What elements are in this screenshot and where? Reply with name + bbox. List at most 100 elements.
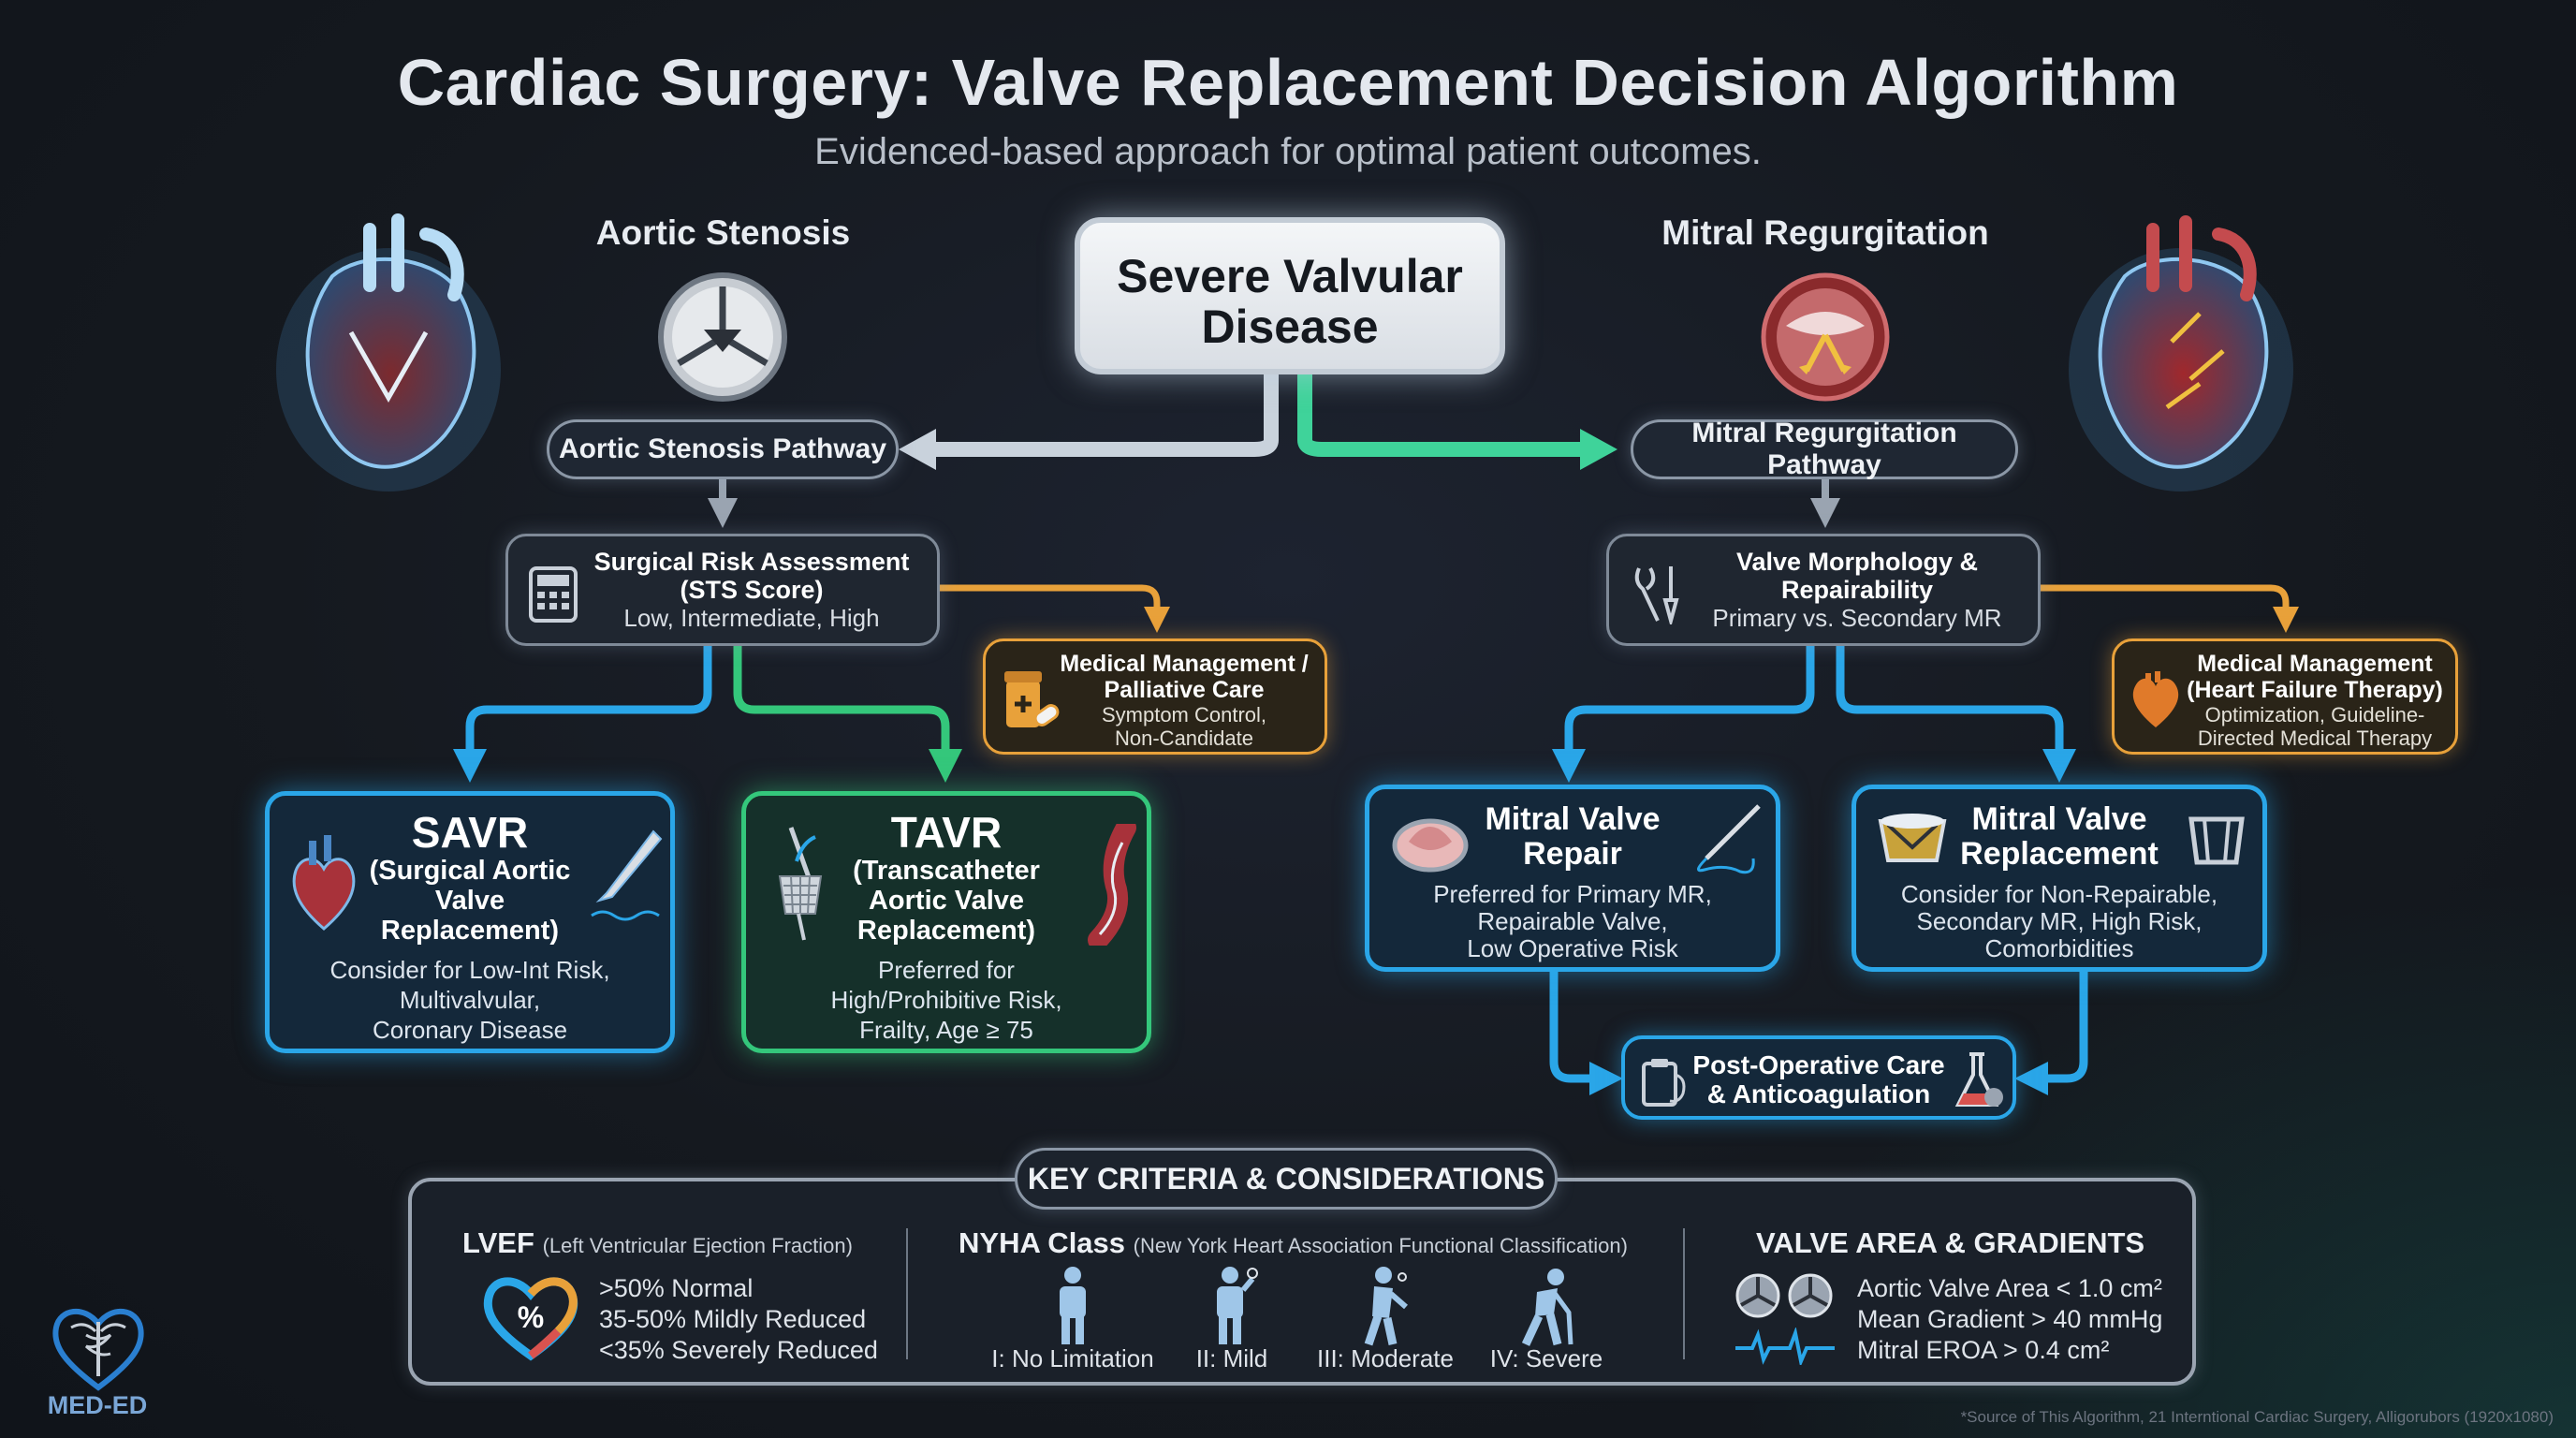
mechanical-valve-icon <box>2188 816 2245 865</box>
aortic-valve-icon <box>658 272 787 402</box>
label-aortic-stenosis: Aortic Stenosis <box>595 213 851 252</box>
tavr-desc-2: High/Prohibitive Risk, <box>830 986 1062 1014</box>
criteria-divider-1 <box>906 1228 908 1359</box>
artery-catheter-icon <box>1088 824 1136 946</box>
med-hf-title-2: (Heart Failure Therapy) <box>2187 677 2443 703</box>
med-hf-desc-2: Directed Medical Therapy <box>2197 726 2433 750</box>
nyha-class-3-label: III: Moderate <box>1317 1344 1454 1372</box>
lvef-title: LVEF <box>462 1226 534 1259</box>
nyha-class-3-figure-icon <box>1364 1267 1408 1346</box>
postop-line-1: Post-Operative Care <box>1692 1050 1945 1079</box>
mv-repair-desc-1: Preferred for Primary MR, <box>1433 880 1712 908</box>
nyha-class-4-figure-icon <box>1521 1269 1573 1346</box>
lvef-item-2: 35-50% Mildly Reduced <box>599 1305 867 1333</box>
nyha-class-2-figure-icon <box>1217 1267 1258 1344</box>
surgical-risk-assessment-node[interactable]: Surgical Risk Assessment (STS Score) Low… <box>505 534 940 646</box>
page-title: Cardiac Surgery: Valve Replacement Decis… <box>397 46 2179 119</box>
scalpel-icon <box>591 829 663 921</box>
lvef-subtitle: (Left Ventricular Ejection Fraction) <box>542 1234 853 1257</box>
tavr-sub-3: Replacement) <box>856 916 1036 946</box>
arrow-risk-to-tavr <box>733 646 962 783</box>
nyha-title: NYHA Class <box>959 1226 1126 1259</box>
lvef-heart-gauge-icon: % <box>483 1277 578 1361</box>
arrow-risk-to-med <box>940 584 1170 633</box>
mv-replace-desc-3: Comorbidities <box>1984 934 2134 962</box>
criteria-valve-area: VALVE AREA & GRADIENTS <box>1756 1226 2168 1260</box>
postop-line-2: & Anticoagulation <box>1706 1079 1931 1108</box>
clipboard-stethoscope-icon <box>1642 1059 1686 1107</box>
med-hf-desc-1: Optimization, Guideline- <box>2204 703 2425 726</box>
source-footnote: *Source of This Algorithm, 21 Interntion… <box>1960 1408 2554 1426</box>
savr-desc-1: Consider for Low-Int Risk, <box>329 956 610 984</box>
risk-subtitle: (STS Score) <box>680 576 824 604</box>
mv-replace-desc-2: Secondary MR, High Risk, <box>1916 907 2203 935</box>
tavr-node[interactable]: TAVR (Transcatheter Aortic Valve Replace… <box>741 791 1151 1053</box>
tavr-sub-1: (Transcatheter <box>853 856 1040 886</box>
arrow-morph-to-med <box>2041 584 2299 633</box>
transcatheter-valve-icon <box>778 827 823 941</box>
arrow-morph-to-replace <box>1836 646 2076 783</box>
savr-sub-1: (Surgical Aortic <box>369 856 571 886</box>
valve-item-3: Mitral EROA > 0.4 cm² <box>1857 1336 2110 1364</box>
arrow-root-to-mitral <box>1297 374 1580 457</box>
morph-title: Valve Morphology & <box>1735 548 1979 576</box>
med-palliative-desc-1: Symptom Control, <box>1101 703 1267 726</box>
arrow-root-to-aortic <box>936 374 1279 457</box>
arrow-replace-to-postop <box>2014 972 2088 1095</box>
savr-node[interactable]: SAVR (Surgical Aortic Valve Replacement)… <box>265 791 675 1053</box>
post-operative-care-node[interactable]: Post-Operative Care & Anticoagulation <box>1621 1035 2016 1120</box>
nyha-class-4-label: IV: Severe <box>1489 1344 1603 1372</box>
criteria-nyha: NYHA Class (New York Heart Association F… <box>959 1226 1670 1260</box>
lvef-badge: % <box>518 1300 544 1334</box>
arrowhead-mitral <box>1580 429 1617 470</box>
risk-title: Surgical Risk Assessment <box>593 548 910 576</box>
valve-morphology-node[interactable]: Valve Morphology & Repairability Primary… <box>1606 534 2041 646</box>
savr-desc-3: Coronary Disease <box>372 1016 568 1044</box>
lvef-item-3: <35% Severely Reduced <box>599 1336 878 1364</box>
nyha-class-1-figure-icon <box>1060 1267 1086 1344</box>
arrowhead-aortic <box>899 429 936 470</box>
label-mitral-regurgitation: Mitral Regurgitation <box>1661 213 1989 252</box>
savr-sub-2: Valve <box>434 886 505 916</box>
surgical-instruments-icon <box>1634 566 1679 624</box>
mv-repair-title-1: Mitral Valve <box>1485 801 1661 837</box>
medical-management-palliative-node[interactable]: Medical Management / Palliative Care Sym… <box>983 638 1327 755</box>
med-hf-title-1: Medical Management <box>2197 651 2433 677</box>
mv-replace-title-1: Mitral Valve <box>1971 801 2147 837</box>
med-ed-logo-icon <box>52 1308 144 1391</box>
root-node-severe-valvular-disease[interactable]: Severe Valvular Disease <box>1075 217 1505 374</box>
ecg-waveform-icon <box>1735 1328 1835 1365</box>
suture-needle-icon <box>1697 804 1761 874</box>
root-line-1: Severe Valvular <box>1117 250 1463 302</box>
savr-title: SAVR <box>411 808 529 857</box>
mv-repair-desc-2: Repairable Valve, <box>1477 907 1668 935</box>
mv-replace-desc-1: Consider for Non-Repairable, <box>1900 880 2218 908</box>
valve-item-2: Mean Gradient > 40 mmHg <box>1857 1305 2163 1333</box>
medical-management-heart-failure-node[interactable]: Medical Management (Heart Failure Therap… <box>2112 638 2458 755</box>
page-subtitle: Evidenced-based approach for optimal pat… <box>814 131 1762 172</box>
aortic-stenosis-pathway[interactable]: Aortic Stenosis Pathway <box>547 419 899 479</box>
valve-area-title: VALVE AREA & GRADIENTS <box>1756 1226 2145 1259</box>
calculator-icon <box>529 566 578 623</box>
mitral-ring-icon <box>1392 818 1469 873</box>
mitral-valve-repair-node[interactable]: Mitral Valve Repair Preferred for Primar… <box>1365 785 1780 972</box>
mv-replace-title-2: Replacement <box>1960 836 2159 872</box>
mitral-valve-replacement-node[interactable]: Mitral Valve Replacement Consider for No… <box>1852 785 2267 972</box>
heart-surgery-icon <box>292 835 356 931</box>
risk-levels: Low, Intermediate, High <box>623 604 880 632</box>
mitral-regurgitation-pathway[interactable]: Mitral Regurgitation Pathway <box>1631 418 2018 480</box>
nyha-subtitle: (New York Heart Association Functional C… <box>1133 1234 1628 1257</box>
heart-anatomy-right-icon <box>2069 215 2293 492</box>
valve-pair-icon <box>1735 1273 1833 1318</box>
heart-anatomy-left-icon <box>276 213 501 492</box>
tavr-desc-3: Frailty, Age ≥ 75 <box>859 1016 1033 1044</box>
key-criteria-header: KEY CRITERIA & CONSIDERATIONS <box>1015 1148 1558 1210</box>
med-palliative-title-1: Medical Management / <box>1060 651 1309 677</box>
arrow-risk-to-savr <box>453 646 712 783</box>
mitral-valve-icon <box>1761 272 1890 402</box>
nyha-class-1-label: I: No Limitation <box>991 1344 1154 1372</box>
lvef-item-1: >50% Normal <box>599 1274 754 1302</box>
med-palliative-desc-2: Non-Candidate <box>1115 726 1253 750</box>
tavr-sub-2: Aortic Valve <box>868 886 1025 916</box>
